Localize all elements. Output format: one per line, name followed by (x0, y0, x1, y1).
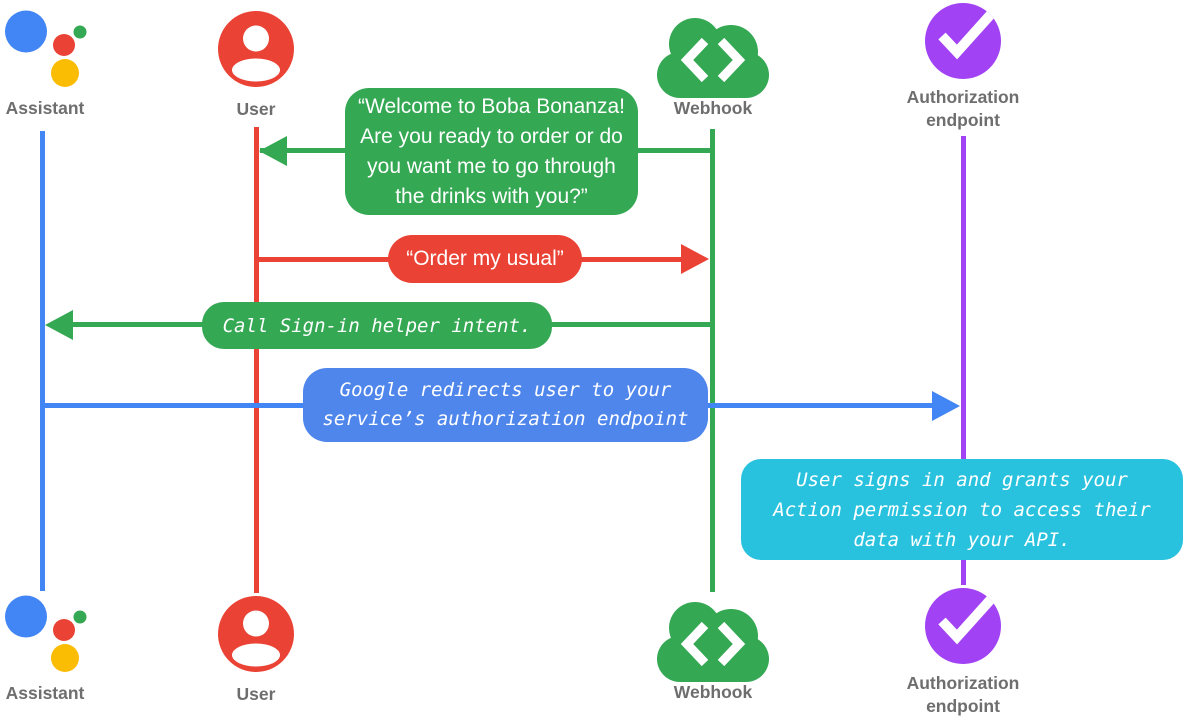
lifeline-assistant (40, 131, 45, 591)
actor-label-authorization-endpoint: Authorization endpoint (906, 87, 1020, 130)
message-text: “Welcome to Boba Bonanza! Are you ready … (358, 94, 625, 208)
actor-label-assistant: Assistant (5, 683, 85, 703)
arrowhead-left-icon (259, 136, 287, 166)
lifeline-webhook (710, 129, 715, 592)
user-avatar-icon (217, 10, 295, 88)
cloud-code-icon (657, 594, 769, 682)
arrowhead-right-icon (932, 391, 960, 421)
arrowhead-left-icon (45, 310, 73, 340)
note-bubble-user-signin: User signs in and grants your Action per… (741, 459, 1183, 560)
lifeline-authorization-endpoint (961, 136, 966, 585)
actor-label-assistant: Assistant (5, 98, 85, 118)
message-text: “Order my usual” (406, 247, 564, 270)
arrowhead-right-icon (681, 244, 709, 274)
message-text: Google redirects user to your service’s … (322, 379, 689, 430)
message-bubble-redirect: Google redirects user to your service’s … (303, 368, 708, 442)
actor-label-user: User (236, 99, 276, 119)
cloud-code-icon (657, 10, 769, 98)
message-bubble-order: “Order my usual” (388, 235, 582, 283)
check-circle-icon (924, 587, 1002, 665)
user-avatar-icon (217, 595, 295, 673)
actor-label-user: User (236, 684, 276, 704)
check-circle-icon (924, 2, 1002, 80)
message-bubble-signin-helper: Call Sign-in helper intent. (202, 302, 552, 349)
google-assistant-icon (2, 8, 92, 92)
actor-label-webhook: Webhook (673, 682, 753, 702)
actor-label-webhook: Webhook (673, 98, 753, 118)
message-text: Call Sign-in helper intent. (222, 314, 532, 337)
google-assistant-icon (2, 593, 92, 677)
actor-label-authorization-endpoint: Authorization endpoint (906, 673, 1020, 716)
lifeline-user (254, 127, 259, 593)
message-text: User signs in and grants your Action per… (773, 468, 1151, 551)
message-bubble-welcome: “Welcome to Boba Bonanza! Are you ready … (345, 88, 638, 215)
